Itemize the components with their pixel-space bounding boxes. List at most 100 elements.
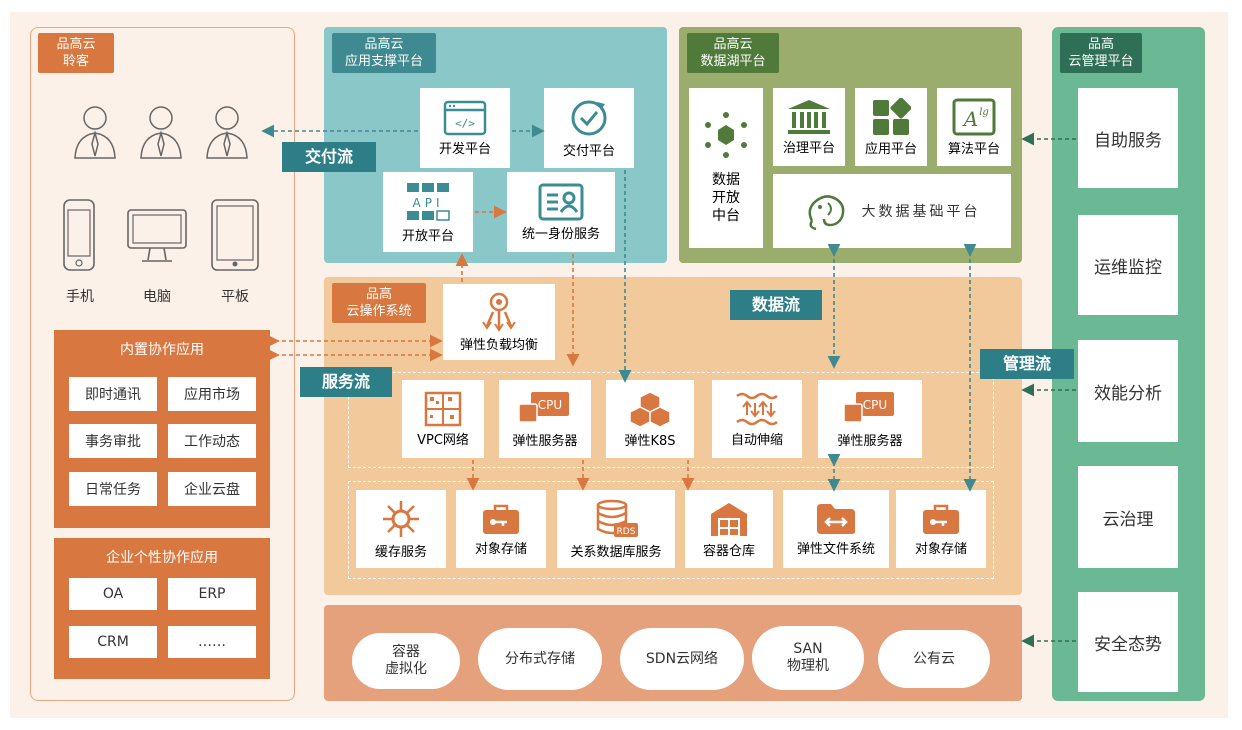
elastic-k8s-label: 弹性K8S (624, 433, 676, 449)
database-icon: RDS (596, 499, 638, 537)
network-grid-icon (424, 391, 462, 426)
load-balancer-icon (482, 292, 516, 332)
auto-scaling-label: 自动伸缩 (730, 432, 783, 448)
rds-icon-text: RDS (617, 527, 636, 537)
flow-tag-delivery: 交付流 (282, 142, 376, 172)
scaling-icon (736, 392, 778, 425)
dev-platform[interactable]: </> 开发平台 (420, 88, 510, 168)
tablet-icon (211, 199, 259, 271)
application-platform[interactable]: 应用平台 (855, 88, 927, 166)
bigdata-platform[interactable]: 大数据基础平台 (773, 174, 1011, 248)
container-registry[interactable]: 容器仓库 (685, 490, 773, 568)
desktop-icon (127, 209, 187, 262)
mgmt-governance[interactable]: 云治理 (1078, 466, 1178, 568)
apps-grid-icon (873, 97, 911, 135)
app-activity[interactable]: 工作动态 (168, 424, 256, 458)
data-lake-tag: 品高云 数据湖平台 (687, 33, 779, 73)
elastic-server-2-label: 弹性服务器 (837, 433, 903, 449)
mgmt-tag: 品高 云管理平台 (1060, 33, 1142, 73)
vpc-network[interactable]: VPC网络 (402, 380, 484, 458)
device-label-tablet: 平板 (221, 289, 249, 305)
hub-icon (705, 112, 747, 158)
container-registry-label: 容器仓库 (702, 543, 755, 559)
object-storage-2[interactable]: 对象存储 (896, 490, 986, 568)
governance-platform[interactable]: 治理平台 (773, 88, 845, 166)
algorithm-icon-sup: lg (979, 107, 989, 118)
elastic-load-balancer-label: 弹性负载均衡 (459, 337, 538, 353)
mgmt-ops-monitor[interactable]: 运维监控 (1078, 215, 1178, 315)
open-platform-label: 开放平台 (401, 228, 454, 244)
infra-san-physical[interactable]: SAN 物理机 (752, 626, 864, 690)
mgmt-self-service[interactable]: 自助服务 (1078, 88, 1178, 188)
app-platform-tag: 品高云 应用支撑平台 (332, 33, 436, 73)
infra-container-virtualization[interactable]: 容器 虚拟化 (352, 633, 460, 689)
elastic-k8s[interactable]: 弹性K8S (606, 380, 694, 458)
app-erp[interactable]: ERP (168, 578, 256, 610)
cache-icon (383, 500, 419, 537)
mgmt-performance[interactable]: 效能分析 (1078, 340, 1178, 442)
elephant-icon (808, 195, 844, 231)
device-label-desktop: 电脑 (143, 289, 171, 305)
elastic-server-2[interactable]: CPU 弹性服务器 (818, 380, 922, 458)
app-approval[interactable]: 事务审批 (69, 424, 157, 458)
folder-arrows-icon (817, 503, 855, 534)
app-market[interactable]: 应用市场 (168, 377, 256, 411)
infra-sdn-network[interactable]: SDN云网络 (620, 628, 744, 690)
flow-tag-service: 服务流 (300, 367, 392, 397)
dev-platform-label: 开发平台 (438, 141, 491, 157)
open-platform[interactable]: API 开放平台 (383, 172, 473, 252)
elastic-load-balancer[interactable]: 弹性负载均衡 (443, 284, 555, 360)
data-open-center[interactable]: 数据 开放 中台 (689, 88, 763, 248)
api-icon: API (407, 182, 450, 221)
device-label-phone: 手机 (66, 289, 94, 305)
cache-service[interactable]: 缓存服务 (356, 490, 446, 568)
elastic-file-system-label: 弹性文件系统 (796, 541, 875, 557)
cpu-icon: CPU (843, 391, 894, 423)
delivery-icon (571, 100, 607, 135)
app-crm[interactable]: CRM (69, 626, 157, 658)
application-platform-label: 应用平台 (864, 141, 917, 157)
client-tag: 品高云 聆客 (38, 33, 114, 73)
cpu-icon: CPU (518, 391, 569, 423)
app-oa[interactable]: OA (69, 578, 157, 610)
elastic-file-system[interactable]: 弹性文件系统 (783, 490, 889, 568)
storage-row-border (348, 481, 994, 579)
compute-row-border (348, 372, 994, 468)
elastic-server-1[interactable]: CPU 弹性服务器 (499, 380, 591, 458)
institution-icon (788, 99, 830, 134)
object-storage-2-label: 对象存储 (914, 541, 967, 557)
bigdata-platform-label: 大数据基础平台 (861, 204, 981, 220)
cpu-icon-text: CPU (538, 398, 562, 412)
identity-service-label: 统一身份服务 (521, 226, 600, 242)
app-cloud-drive[interactable]: 企业云盘 (168, 472, 256, 506)
app-more[interactable]: …… (168, 626, 256, 658)
builtin-apps-title: 内置协作应用 (120, 342, 204, 358)
mgmt-security-posture[interactable]: 安全态势 (1078, 592, 1178, 692)
algorithm-platform-label: 算法平台 (947, 141, 1000, 157)
vpc-network-label: VPC网络 (417, 432, 469, 448)
infra-distributed-storage[interactable]: 分布式存储 (478, 628, 602, 690)
cache-service-label: 缓存服务 (374, 544, 427, 560)
rds-service[interactable]: RDS 关系数据库服务 (557, 490, 675, 568)
api-text: API (413, 196, 444, 210)
custom-apps-title: 企业个性协作应用 (106, 550, 218, 566)
deliver-platform[interactable]: 交付平台 (544, 88, 634, 168)
app-im[interactable]: 即时通讯 (69, 377, 157, 411)
governance-platform-label: 治理平台 (782, 140, 835, 156)
algorithm-icon-letter: A (962, 107, 978, 131)
deliver-platform-label: 交付平台 (562, 143, 615, 159)
object-storage-1[interactable]: 对象存储 (456, 490, 546, 568)
auto-scaling[interactable]: 自动伸缩 (712, 380, 802, 458)
cubes-icon (630, 390, 670, 428)
id-card-icon (538, 183, 584, 220)
app-tasks[interactable]: 日常任务 (69, 472, 157, 506)
flow-tag-data: 数据流 (730, 290, 822, 320)
cloud-os-tag: 品高 云操作系统 (332, 283, 426, 323)
infra-public-cloud[interactable]: 公有云 (878, 630, 990, 688)
warehouse-icon (711, 502, 747, 536)
cpu-icon-text: CPU (863, 398, 887, 412)
identity-service[interactable]: 统一身份服务 (507, 172, 615, 252)
svg-text:</>: </> (455, 117, 475, 130)
